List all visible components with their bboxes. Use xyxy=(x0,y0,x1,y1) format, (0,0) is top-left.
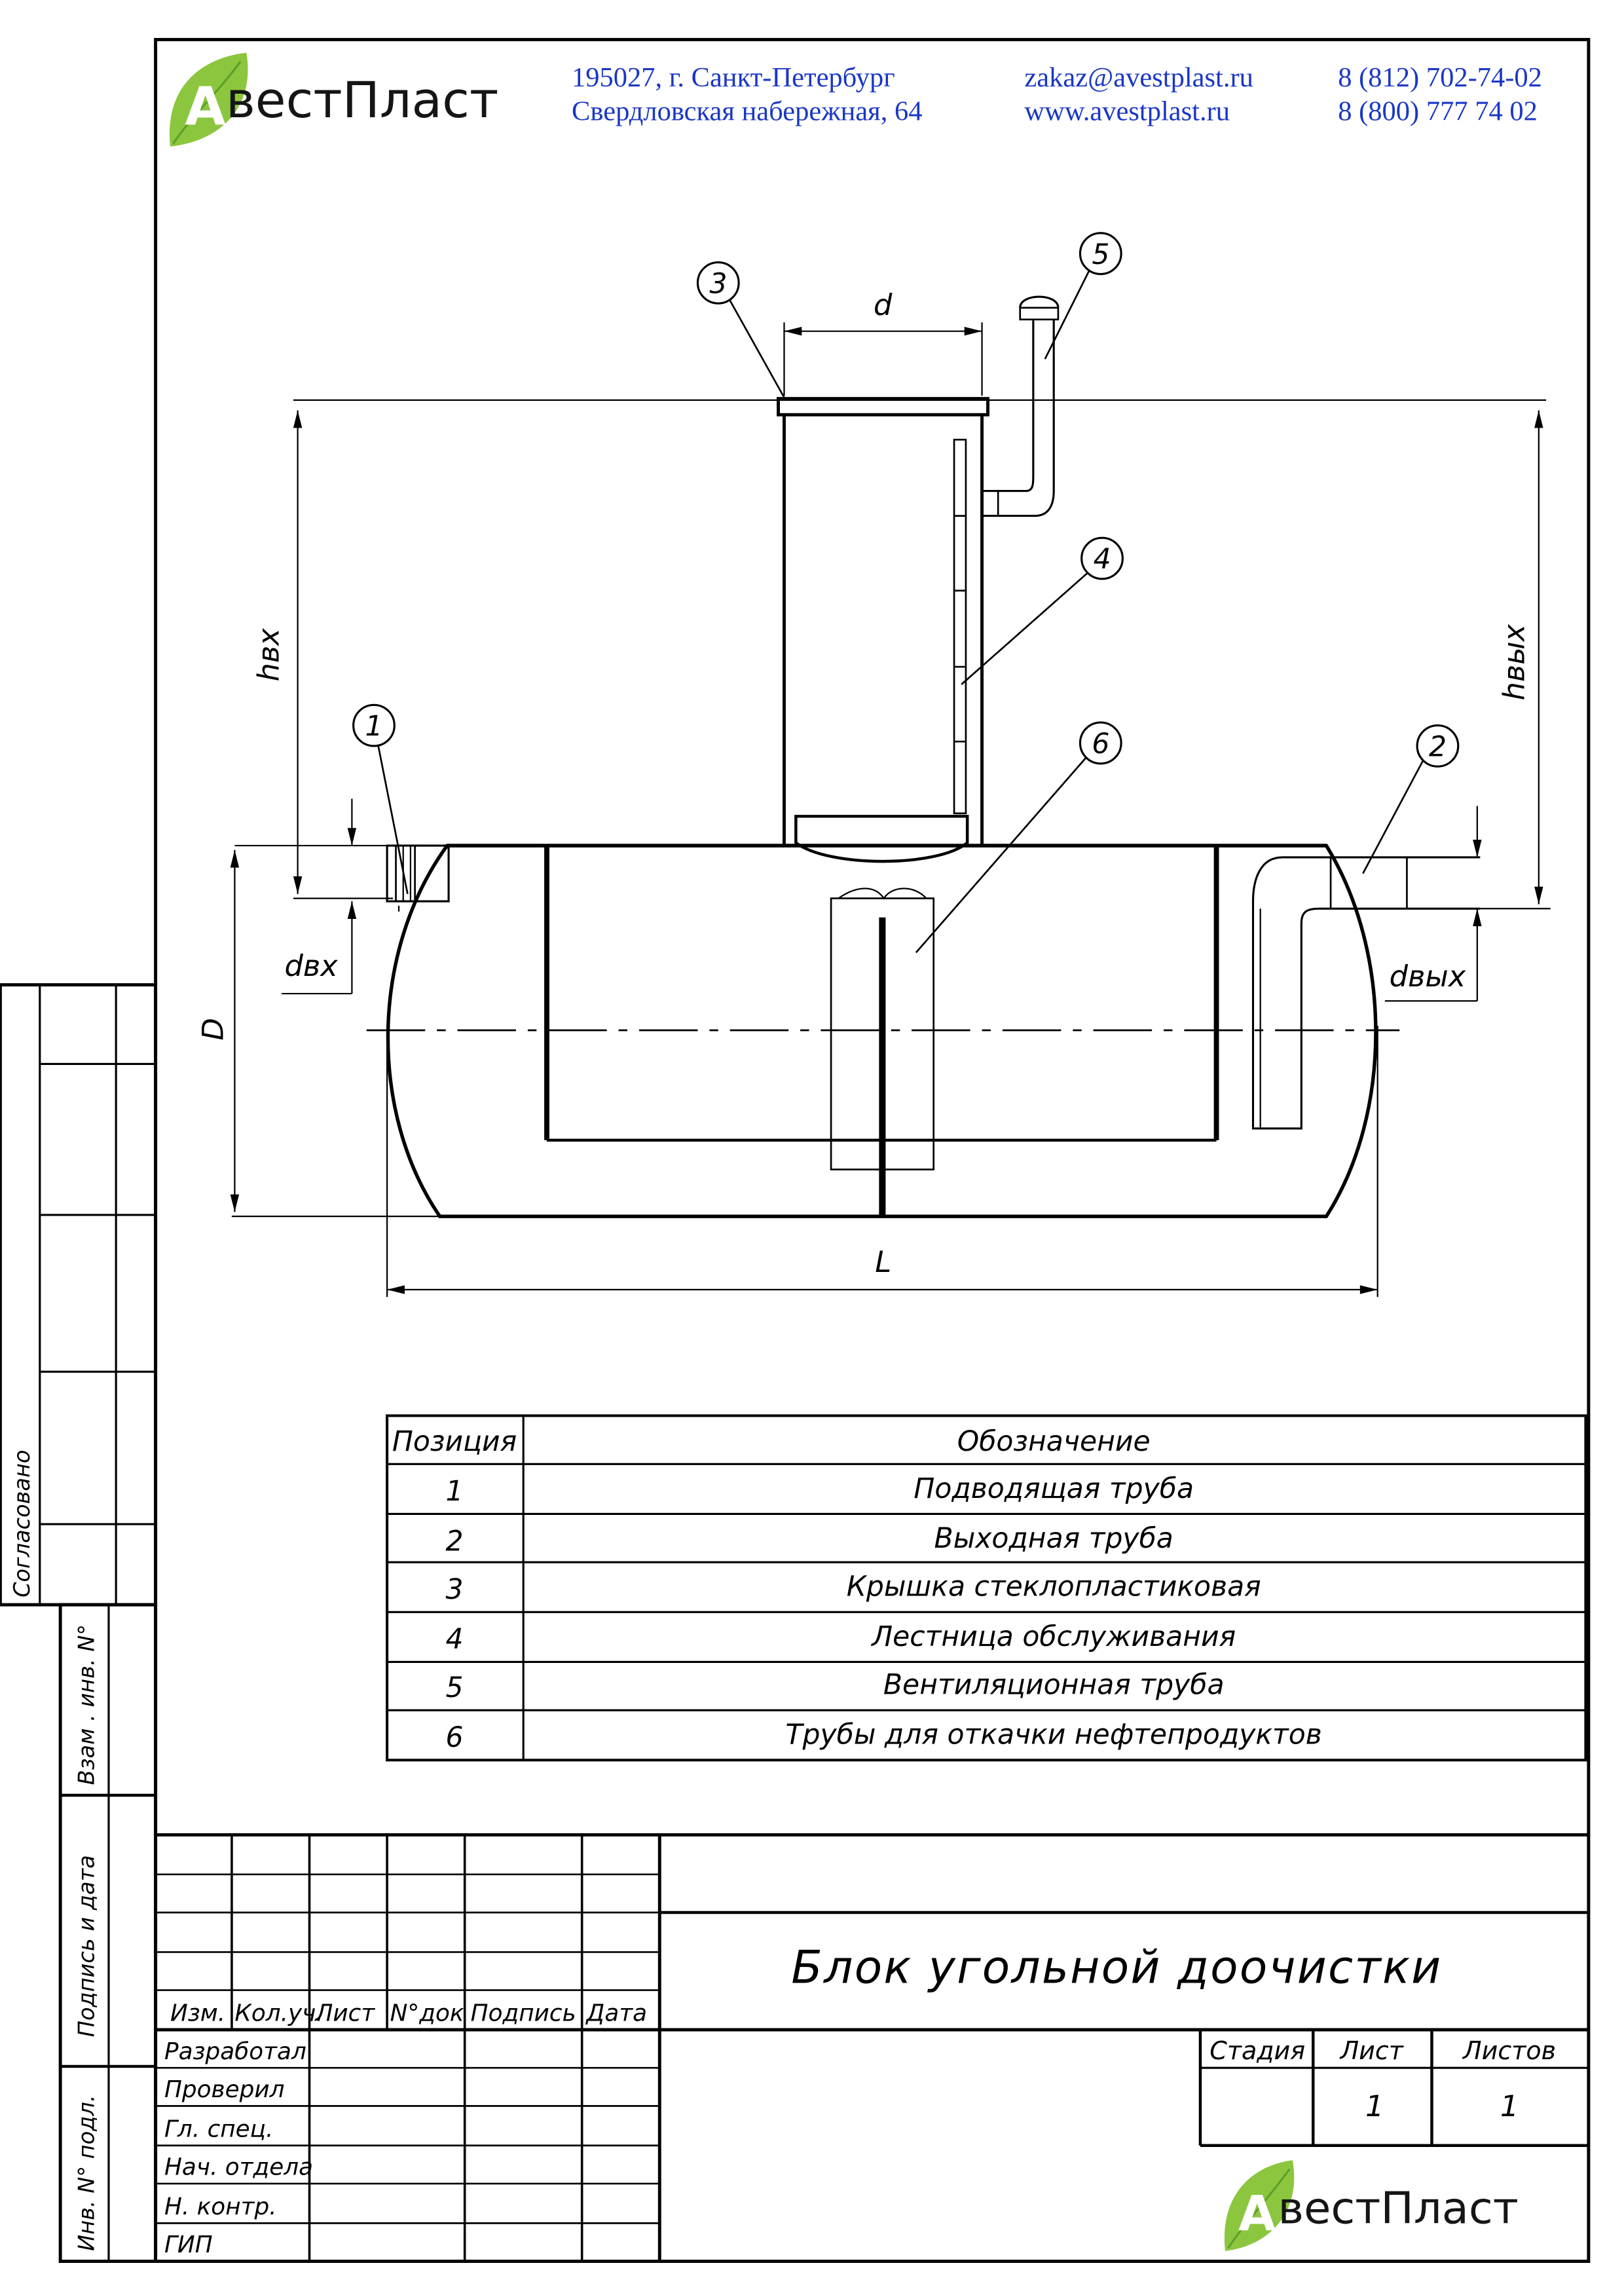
spec-row-2-name: Выходная труба xyxy=(934,1523,1173,1555)
callouts: 1 2 3 4 5 6 xyxy=(352,232,1460,954)
sheets-label: Листов xyxy=(1462,2036,1556,2065)
callout-6: 6 xyxy=(1092,728,1109,760)
callout-3: 3 xyxy=(709,269,727,301)
title-block-logo: А вестПласт xyxy=(1224,2160,1519,2251)
tank-drawing xyxy=(366,295,1481,1218)
dim-h-in: hвх xyxy=(251,628,286,682)
website-link[interactable]: www.avestplast.ru xyxy=(1024,96,1230,126)
spec-row-4-name: Лестница обслуживания xyxy=(870,1621,1236,1653)
shaft-bottom xyxy=(794,815,969,863)
role-chief-engineer: ГИП xyxy=(164,2231,213,2258)
title-logo-text: вестПласт xyxy=(1278,2182,1519,2233)
dim-D: D xyxy=(196,1018,231,1040)
role-chief-specialist: Гл. спец. xyxy=(164,2116,273,2142)
spec-row-6-pos: 6 xyxy=(446,1722,464,1754)
dim-d: d xyxy=(874,288,893,322)
callout-1: 1 xyxy=(365,711,383,743)
spec-table: Позиция Обозначение 1 Подводящая труба 2… xyxy=(386,1414,1587,1762)
spec-row-1-name: Подводящая труба xyxy=(913,1473,1194,1505)
phone-1: 8 (812) 702-74-02 xyxy=(1338,62,1542,93)
vent-pipe xyxy=(982,295,1060,517)
logo-text: вестПласт xyxy=(226,71,498,129)
address-line1: 195027, г. Санкт-Петербург xyxy=(572,62,895,93)
outlet-pipe xyxy=(1251,856,1481,1130)
role-developer: Разработал xyxy=(164,2038,306,2065)
logo-letter: А xyxy=(185,75,225,137)
email-link[interactable]: zakaz@avestplast.ru xyxy=(1024,62,1253,93)
rev-header-date: Дата xyxy=(585,2000,647,2027)
sheet-label: Лист xyxy=(1339,2036,1405,2065)
rev-header-sheet: Лист xyxy=(314,2000,375,2027)
rev-header-doc: N°док xyxy=(390,2000,464,2027)
stage-label: Стадия xyxy=(1209,2036,1305,2065)
fiberglass-cover xyxy=(777,397,989,417)
title-block: Изм. Кол.уч. Лист N°док Подпись Дата Раз… xyxy=(155,1833,1589,2262)
document-title: Блок угольной доочистки xyxy=(791,1941,1442,1994)
callout-5: 5 xyxy=(1092,239,1109,271)
dimensions: d hвх hвых dвх dвых D L xyxy=(196,288,1551,1297)
inlet-pipe xyxy=(386,844,450,912)
inv-sub-label: Взам . инв. N° xyxy=(74,1624,100,1785)
spec-row-3-pos: 3 xyxy=(446,1574,464,1606)
role-dept-head: Нач. отдела xyxy=(164,2154,313,2181)
spec-row-4-pos: 4 xyxy=(446,1624,464,1656)
callout-4: 4 xyxy=(1094,544,1111,576)
rev-header-change: Изм. xyxy=(170,2000,225,2027)
phone-2: 8 (800) 777 74 02 xyxy=(1338,96,1538,126)
spec-header-position: Позиция xyxy=(392,1426,517,1458)
address-line2: Свердловская набережная, 64 xyxy=(572,96,922,126)
rev-header-count: Кол.уч. xyxy=(234,2000,323,2027)
sheet-value: 1 xyxy=(1365,2089,1384,2123)
sheets-value: 1 xyxy=(1500,2089,1519,2123)
sheet-frame xyxy=(154,37,1591,2263)
spec-row-2-pos: 2 xyxy=(446,1525,464,1558)
dim-L: L xyxy=(875,1244,891,1279)
inv-orig-label: Инв. N° подл. xyxy=(74,2095,100,2250)
service-ladder xyxy=(953,438,967,815)
dim-d-out: dвых xyxy=(1390,959,1466,994)
title-logo-letter: А xyxy=(1238,2186,1276,2243)
role-checker: Проверил xyxy=(164,2076,285,2103)
spec-row-5-pos: 5 xyxy=(446,1672,464,1704)
callout-2: 2 xyxy=(1429,732,1447,764)
rev-header-signature: Подпись xyxy=(471,2000,576,2027)
spec-row-1-pos: 1 xyxy=(446,1476,464,1508)
dim-h-out: hвых xyxy=(1496,624,1531,700)
sign-date-label: Подпись и дата xyxy=(74,1855,100,2037)
role-norm-control: Н. контр. xyxy=(164,2193,277,2220)
dim-d-in: dвх xyxy=(284,948,338,983)
spec-row-3-name: Крышка стеклопластиковая xyxy=(847,1571,1261,1603)
agreed-label: Согласовано xyxy=(9,1450,35,1597)
spec-header-designation: Обозначение xyxy=(957,1426,1151,1458)
brand-logo: А вестПласт xyxy=(169,52,498,147)
spec-row-5-name: Вентиляционная труба xyxy=(883,1670,1225,1702)
spec-row-6-name: Трубы для откачки нефтепродуктов xyxy=(786,1719,1322,1751)
